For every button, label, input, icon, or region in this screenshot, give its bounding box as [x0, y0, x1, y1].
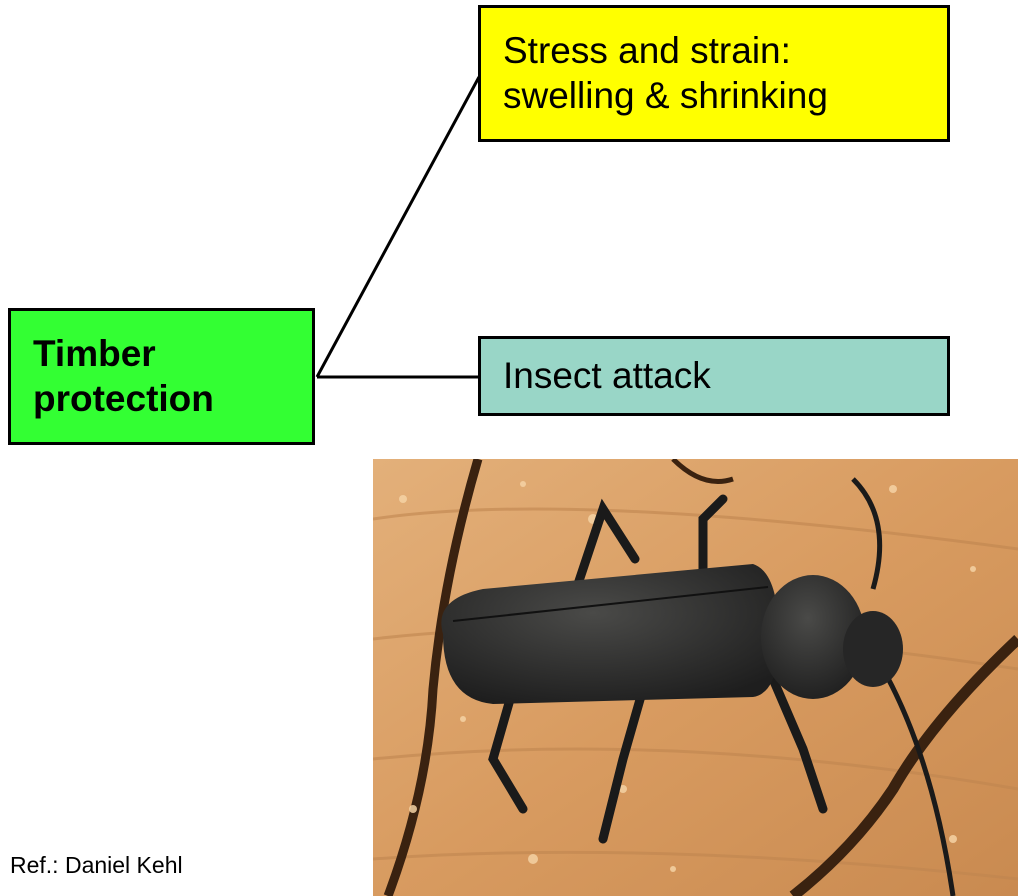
node-insect-attack: Insect attack: [478, 336, 950, 416]
node-stress-strain-label: Stress and strain: swelling & shrinking: [503, 29, 828, 118]
node-timber-protection-label: Timber protection: [33, 332, 214, 421]
node-insect-attack-label: Insect attack: [503, 355, 711, 397]
reference-caption: Ref.: Daniel Kehl: [10, 852, 183, 879]
node-stress-strain: Stress and strain: swelling & shrinking: [478, 5, 950, 142]
connector-to-stress: [317, 77, 479, 377]
beetle-photo: [373, 459, 1018, 896]
beetle-photo-illustration: [373, 459, 1018, 896]
node-timber-protection: Timber protection: [8, 308, 315, 445]
